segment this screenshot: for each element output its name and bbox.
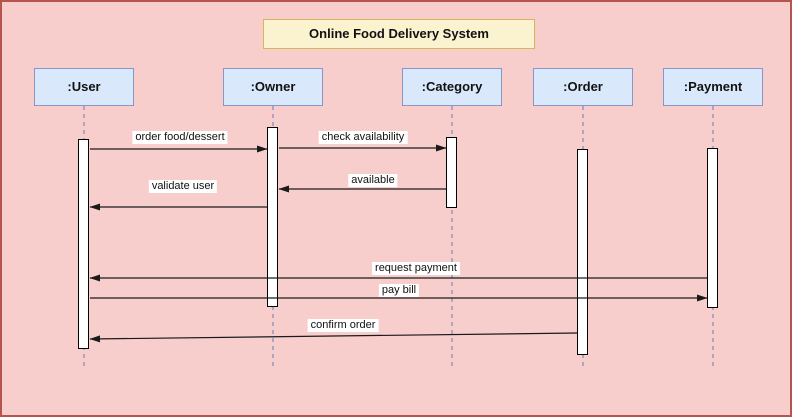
message-label-order-food-dessert: order food/dessert	[132, 131, 228, 144]
diagram-title: Online Food Delivery System	[309, 26, 489, 41]
activation-bar-order	[577, 149, 588, 355]
message-label-request-payment: request payment	[372, 262, 460, 275]
message-label-confirm-order: confirm order	[307, 319, 379, 332]
lifeline-label: :User	[67, 79, 101, 94]
lifeline-header-user: :User	[34, 68, 134, 106]
lifeline-label: :Payment	[683, 79, 743, 94]
lifeline-header-order: :Order	[533, 68, 633, 106]
activation-bar-category	[446, 137, 457, 208]
message-label-available: available	[348, 174, 398, 187]
message-arrow-confirm-order	[89, 332, 578, 343]
lifeline-label: :Owner	[250, 79, 296, 94]
lifeline-header-category: :Category	[402, 68, 502, 106]
message-label-check-availability: check availability	[318, 131, 408, 144]
diagram-title-box: Online Food Delivery System	[263, 19, 535, 49]
lifeline-label: :Order	[563, 79, 603, 94]
lifeline-header-owner: :Owner	[223, 68, 323, 106]
message-label-pay-bill: pay bill	[378, 284, 420, 297]
activation-bar-owner	[267, 127, 278, 307]
lifeline-header-payment: :Payment	[663, 68, 763, 106]
activation-bar-payment	[707, 148, 718, 308]
message-label-validate-user: validate user	[148, 180, 218, 193]
activation-bar-user	[78, 139, 89, 349]
lifeline-label: :Category	[421, 79, 483, 94]
